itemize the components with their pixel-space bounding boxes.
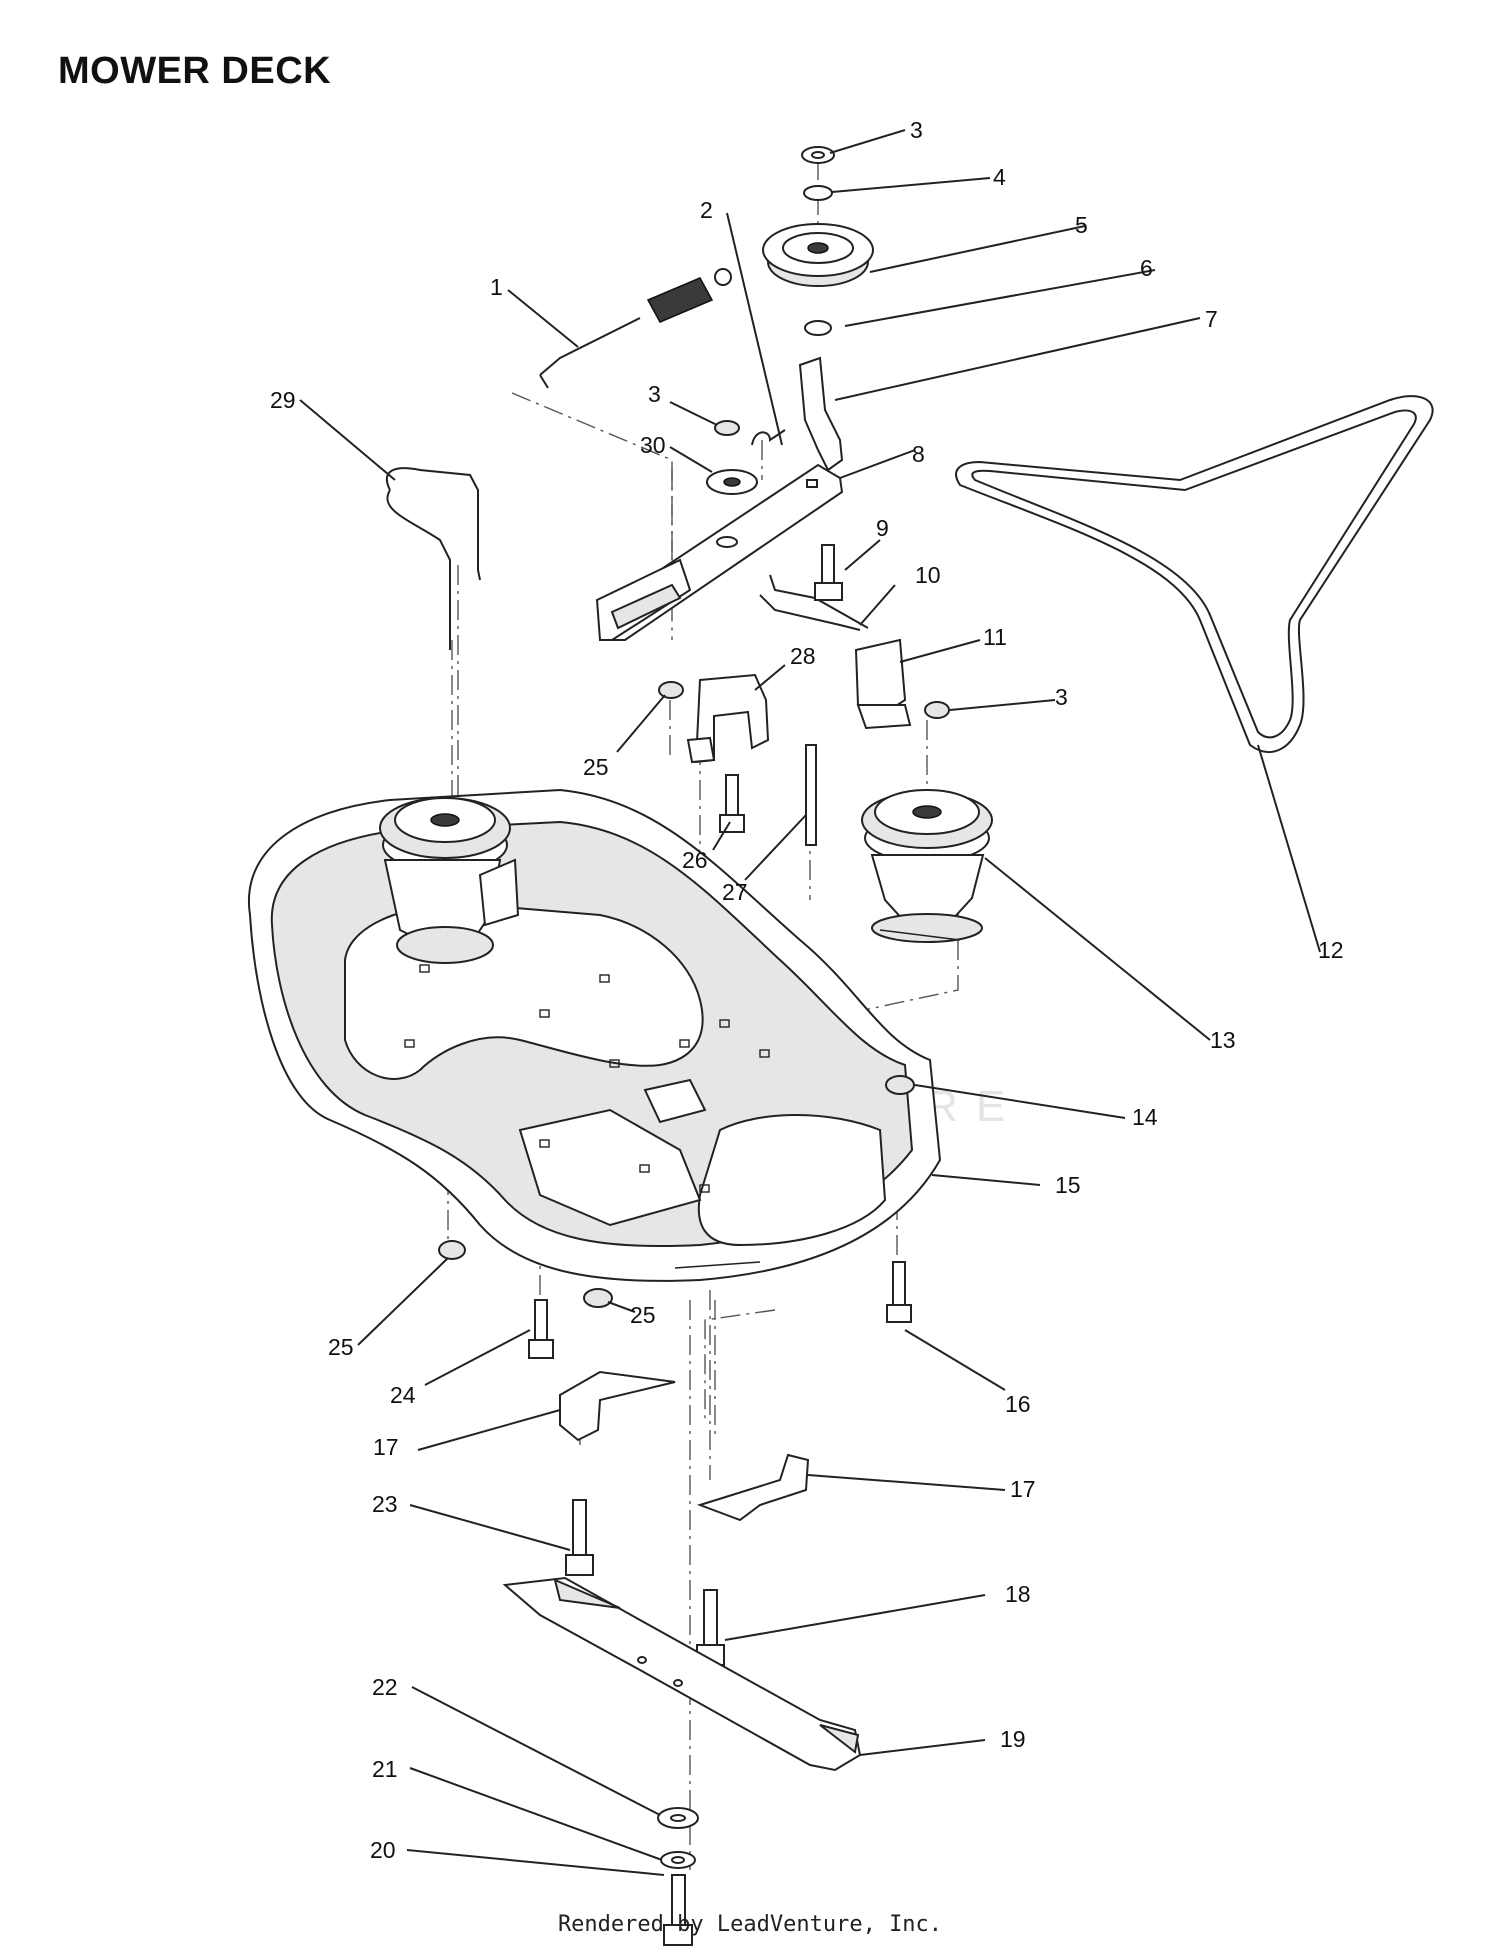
callout-22: 22 xyxy=(372,1674,398,1700)
idler-bracket xyxy=(798,356,844,472)
left-spindle-assembly xyxy=(379,797,520,964)
callout-14: 14 xyxy=(1132,1104,1158,1130)
callout-30: 30 xyxy=(640,432,666,458)
callout-3: 3 xyxy=(648,381,661,407)
callout-25: 25 xyxy=(630,1302,656,1328)
callout-labels: 1 2 3 3 3 4 5 6 7 8 9 10 11 12 13 14 15 … xyxy=(270,117,1344,1863)
callout-6: 6 xyxy=(1140,255,1153,281)
callout-5: 5 xyxy=(1075,212,1088,238)
callout-28: 28 xyxy=(790,643,816,669)
idler-pulley-stack xyxy=(762,146,874,336)
callout-16: 16 xyxy=(1005,1391,1031,1417)
callout-17: 17 xyxy=(1010,1476,1036,1502)
callout-4: 4 xyxy=(993,164,1006,190)
idler-arm xyxy=(595,463,869,641)
callout-3: 3 xyxy=(1055,684,1068,710)
callout-18: 18 xyxy=(1005,1581,1031,1607)
page-title: MOWER DECK xyxy=(58,50,332,92)
callout-8: 8 xyxy=(912,441,925,467)
callout-27: 27 xyxy=(722,879,748,905)
callout-29: 29 xyxy=(270,387,296,413)
callout-20: 20 xyxy=(370,1837,396,1863)
callout-7: 7 xyxy=(1205,306,1218,332)
callout-23: 23 xyxy=(372,1491,398,1517)
callout-15: 15 xyxy=(1055,1172,1081,1198)
hardware xyxy=(385,420,950,1946)
callout-11: 11 xyxy=(983,624,1007,650)
leader-lines xyxy=(299,129,1321,1876)
callout-12: 12 xyxy=(1318,937,1344,963)
callout-24: 24 xyxy=(390,1382,416,1408)
callout-25: 25 xyxy=(328,1334,354,1360)
v-belt xyxy=(955,395,1434,754)
right-spindle-assembly xyxy=(861,789,993,943)
callout-17: 17 xyxy=(373,1434,399,1460)
footer-credit: Rendered by LeadVenture, Inc. xyxy=(557,1912,943,1937)
tension-spring xyxy=(539,268,732,389)
mower-deck-shell xyxy=(247,788,942,1282)
callout-1: 1 xyxy=(490,274,503,300)
callout-2: 2 xyxy=(700,197,713,223)
callout-19: 19 xyxy=(1000,1726,1026,1752)
callout-21: 21 xyxy=(372,1756,398,1782)
callout-10: 10 xyxy=(915,562,941,588)
callout-9: 9 xyxy=(876,515,889,541)
callout-26: 26 xyxy=(682,847,708,873)
callout-13: 13 xyxy=(1210,1027,1236,1053)
callout-3: 3 xyxy=(910,117,923,143)
mower-blade xyxy=(502,1576,862,1772)
callout-25: 25 xyxy=(583,754,609,780)
